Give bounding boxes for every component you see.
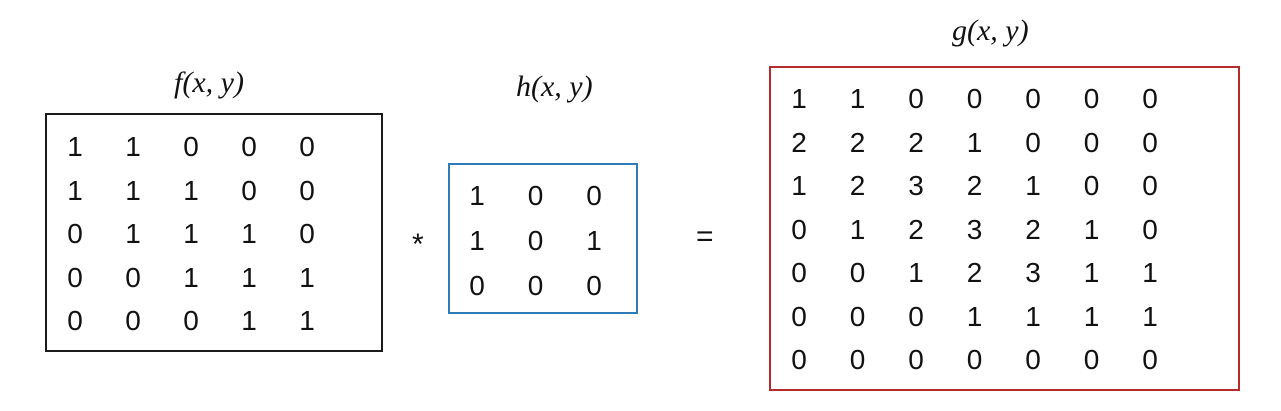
g-cell: 0 xyxy=(791,344,807,375)
g-cell: 0 xyxy=(1142,126,1158,158)
g-cell: 3 xyxy=(966,213,983,245)
h-cell: 0 xyxy=(586,270,602,301)
convolution-operator: * xyxy=(412,228,424,261)
f-cell: 1 xyxy=(183,174,199,206)
g-cell: 1 xyxy=(908,257,924,288)
g-cell: 1 xyxy=(1083,300,1100,332)
g-cell: 0 xyxy=(791,213,807,245)
h-matrix-label: h(x, y) xyxy=(516,70,593,103)
h-cell: 0 xyxy=(527,180,544,211)
f-cell: 0 xyxy=(67,218,83,249)
g-cell: 2 xyxy=(908,213,924,245)
h-cell: 0 xyxy=(469,270,485,301)
f-cell: 1 xyxy=(183,261,199,293)
h-cell: 1 xyxy=(586,225,602,256)
g-cell: 0 xyxy=(908,83,924,114)
f-cell: 0 xyxy=(67,261,83,293)
f-cell: 1 xyxy=(183,218,199,249)
g-cell: 0 xyxy=(1142,344,1158,375)
g-cell: 0 xyxy=(1025,83,1041,114)
g-cell: 1 xyxy=(849,83,866,114)
g-cell: 0 xyxy=(966,83,983,114)
h-cell: 1 xyxy=(469,180,485,211)
g-cell: 1 xyxy=(1142,257,1158,288)
g-cell: 0 xyxy=(1142,213,1158,245)
g-cell: 0 xyxy=(908,300,924,332)
g-cell: 1 xyxy=(1142,300,1158,332)
f-cell: 0 xyxy=(125,305,141,336)
f-cell: 1 xyxy=(241,305,257,336)
g-cell: 1 xyxy=(1025,300,1041,332)
g-cell: 1 xyxy=(791,83,807,114)
f-cell: 0 xyxy=(241,131,257,162)
h-cell: 0 xyxy=(527,270,544,301)
g-cell: 0 xyxy=(849,257,866,288)
f-cell: 1 xyxy=(299,305,315,336)
f-cell: 0 xyxy=(299,218,315,249)
g-cell: 1 xyxy=(966,300,983,332)
f-cell: 1 xyxy=(67,131,83,162)
g-matrix-label: g(x, y) xyxy=(952,14,1029,47)
g-cell: 0 xyxy=(1083,344,1100,375)
g-cell: 0 xyxy=(791,257,807,288)
g-matrix: 1 1 0 0 0 0 0 2 2 2 1 0 0 0 1 2 3 2 1 0 0 0 1 2 3 2 1 0 0 0 1 2 3 1 1 0 0 0 1 1… xyxy=(769,66,1240,391)
g-cell: 0 xyxy=(1083,126,1100,158)
g-cell: 0 xyxy=(1025,344,1041,375)
g-cell: 2 xyxy=(849,170,866,201)
g-cell: 0 xyxy=(1083,170,1100,201)
g-cell: 0 xyxy=(1025,126,1041,158)
f-matrix-label: f(x, y) xyxy=(174,66,244,99)
g-cell: 1 xyxy=(1083,257,1100,288)
f-cell: 0 xyxy=(299,174,315,206)
h-cell: 1 xyxy=(469,225,485,256)
f-cell: 0 xyxy=(67,305,83,336)
f-cell: 1 xyxy=(125,131,141,162)
g-cell: 2 xyxy=(791,126,807,158)
g-cell: 1 xyxy=(966,126,983,158)
equals-operator: = xyxy=(696,220,714,253)
g-cell: 0 xyxy=(791,300,807,332)
g-cell: 2 xyxy=(966,170,983,201)
g-cell: 0 xyxy=(1142,83,1158,114)
g-cell: 3 xyxy=(1025,257,1041,288)
g-cell: 0 xyxy=(1142,170,1158,201)
g-cell: 0 xyxy=(849,344,866,375)
f-cell: 1 xyxy=(67,174,83,206)
g-cell: 2 xyxy=(908,126,924,158)
h-cell: 0 xyxy=(586,180,602,211)
g-cell: 1 xyxy=(1025,170,1041,201)
f-cell: 0 xyxy=(125,261,141,293)
g-cell: 1 xyxy=(849,213,866,245)
f-cell: 1 xyxy=(125,174,141,206)
g-cell: 2 xyxy=(1025,213,1041,245)
g-cell: 3 xyxy=(908,170,924,201)
g-cell: 1 xyxy=(1083,213,1100,245)
g-cell: 0 xyxy=(908,344,924,375)
f-cell: 0 xyxy=(183,305,199,336)
h-cell: 0 xyxy=(527,225,544,256)
f-cell: 1 xyxy=(299,261,315,293)
g-cell: 2 xyxy=(966,257,983,288)
f-cell: 1 xyxy=(241,261,257,293)
f-cell: 1 xyxy=(241,218,257,249)
g-cell: 0 xyxy=(849,300,866,332)
f-cell: 0 xyxy=(241,174,257,206)
f-cell: 1 xyxy=(125,218,141,249)
g-cell: 0 xyxy=(1083,83,1100,114)
f-matrix: 1 1 0 0 0 1 1 1 0 0 0 1 1 1 0 0 0 1 1 1 0 0 0 1 1 xyxy=(45,113,383,352)
h-matrix: 1 0 0 1 0 1 0 0 0 xyxy=(448,163,638,314)
g-cell: 0 xyxy=(966,344,983,375)
f-cell: 0 xyxy=(183,131,199,162)
f-cell: 0 xyxy=(299,131,315,162)
g-cell: 1 xyxy=(791,170,807,201)
g-cell: 2 xyxy=(849,126,866,158)
